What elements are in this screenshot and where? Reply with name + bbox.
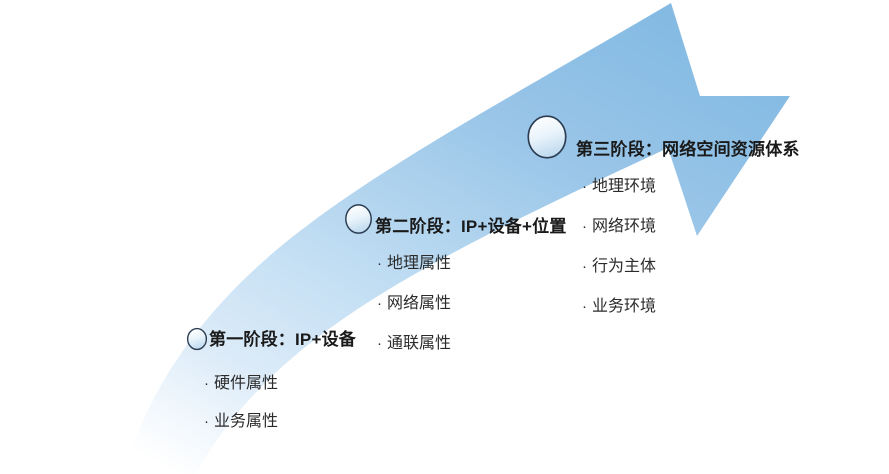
list-item-label: 网络属性: [387, 295, 452, 312]
stage-1-group: 第一阶段：IP+设备 · 硬件属性 · 业务属性: [186, 327, 356, 445]
list-item: · 地理属性: [377, 249, 567, 273]
bullet-icon: ·: [377, 255, 382, 272]
circle-marker-icon: [527, 115, 567, 159]
stage-3-title: 第三阶段：网络空间资源体系: [576, 139, 800, 159]
bullet-icon: ·: [582, 298, 587, 315]
stage-1-title: 第一阶段：IP+设备: [209, 329, 356, 349]
list-item-label: 硬件属性: [214, 375, 279, 392]
bullet-icon: ·: [204, 413, 209, 430]
arrow-body-shape: [123, 3, 790, 474]
list-item: · 行为主体: [582, 252, 800, 276]
list-item-label: 业务环境: [592, 298, 657, 315]
list-item-label: 地理环境: [592, 178, 657, 195]
list-item: · 硬件属性: [204, 369, 356, 393]
list-item: · 通联属性: [377, 329, 567, 353]
stage-3-header: 第三阶段：网络空间资源体系: [526, 114, 800, 160]
bullet-icon: ·: [377, 295, 382, 312]
circle-marker-icon: [186, 327, 208, 351]
stage-3-group: 第三阶段：网络空间资源体系 · 地理环境 · 网络环境 · 行为主体 · 业务环…: [526, 114, 800, 332]
circle-marker-icon: [345, 204, 372, 234]
list-item: · 地理环境: [582, 172, 800, 196]
list-item: · 网络属性: [377, 289, 567, 313]
stage-2-item-list: · 地理属性 · 网络属性 · 通联属性: [377, 249, 567, 353]
list-item-label: 行为主体: [592, 258, 657, 275]
stage-2-title: 第二阶段：IP+设备+位置: [375, 216, 567, 236]
bullet-icon: ·: [582, 178, 587, 195]
stage-3-item-list: · 地理环境 · 网络环境 · 行为主体 · 业务环境: [582, 172, 800, 316]
bullet-icon: ·: [582, 218, 587, 235]
list-item-label: 通联属性: [387, 335, 452, 352]
list-item: · 网络环境: [582, 212, 800, 236]
list-item-label: 网络环境: [592, 218, 657, 235]
list-item-label: 地理属性: [387, 255, 452, 272]
stage-2-header: 第二阶段：IP+设备+位置: [344, 203, 567, 235]
bullet-icon: ·: [377, 335, 382, 352]
bullet-icon: ·: [582, 258, 587, 275]
bullet-icon: ·: [204, 375, 209, 392]
list-item-label: 业务属性: [214, 413, 279, 430]
list-item: · 业务环境: [582, 292, 800, 316]
stage-1-header: 第一阶段：IP+设备: [186, 327, 356, 351]
stage-2-group: 第二阶段：IP+设备+位置 · 地理属性 · 网络属性 · 通联属性: [344, 203, 567, 369]
stage-1-item-list: · 硬件属性 · 业务属性: [204, 369, 356, 431]
list-item: · 业务属性: [204, 407, 356, 431]
